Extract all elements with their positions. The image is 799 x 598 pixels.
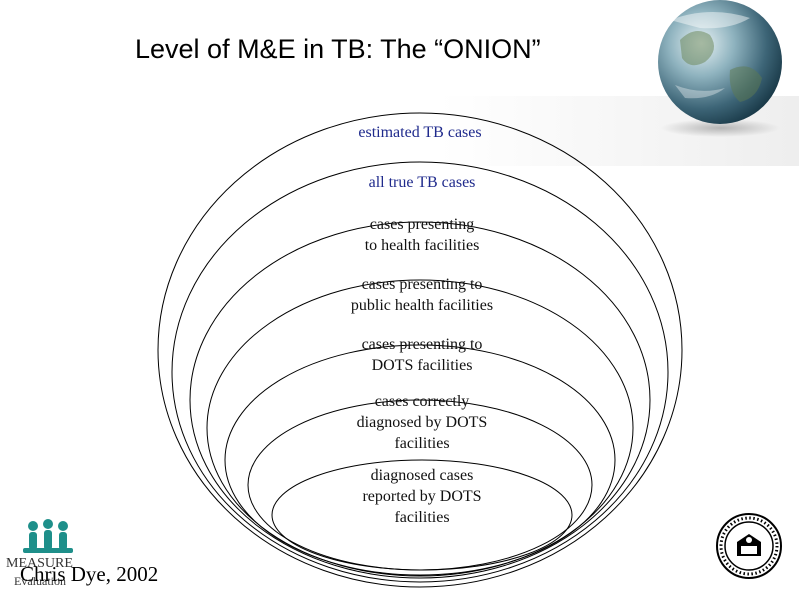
onion-layer-7-label: diagnosed cases reported by DOTS facilitie… bbox=[322, 465, 522, 528]
onion-layer-1-ring bbox=[157, 112, 683, 588]
label-line: DOTS facilities bbox=[371, 357, 473, 374]
measure-logo-text: MEASURE bbox=[6, 556, 73, 571]
label-line: diagnosed cases bbox=[370, 467, 474, 484]
label-line: facilities bbox=[394, 435, 450, 452]
onion-layer-3-label: cases presenting to health facilities bbox=[322, 214, 522, 256]
onion-layer-5-line: cases presenting to DOTS facilities bbox=[322, 334, 522, 376]
onion-layer-3-ring bbox=[189, 221, 651, 579]
onion-layer-1-label: estimated TB cases bbox=[358, 124, 482, 141]
label-line: facilities bbox=[394, 509, 450, 526]
onion-diagram bbox=[157, 112, 683, 588]
label-line: reported by DOTS bbox=[362, 488, 482, 505]
onion-layer-6-line: cases correctly diagnosed by DOTS faciliti… bbox=[322, 391, 522, 454]
label-line: to health facilities bbox=[364, 237, 480, 254]
onion-layer-4-ring bbox=[206, 279, 634, 577]
globe-icon bbox=[658, 0, 782, 137]
label-line: cases presenting to bbox=[361, 276, 483, 293]
label-line: cases presenting bbox=[369, 216, 475, 233]
label-line: diagnosed by DOTS bbox=[356, 414, 488, 431]
label-line: cases presenting to bbox=[361, 336, 483, 353]
onion-layer-2-ring bbox=[171, 161, 669, 583]
onion-layer-2-label: all true TB cases bbox=[368, 174, 476, 191]
onion-layer-4-line: cases presenting to public health facilit… bbox=[312, 274, 532, 316]
label-line: public health facilities bbox=[350, 297, 494, 314]
onion-layer-5-ring bbox=[224, 344, 616, 576]
onion-layer-7-ring bbox=[271, 459, 573, 571]
onion-layer-7-line: diagnosed cases reported by DOTS facilitie… bbox=[322, 465, 522, 528]
onion-layer-6-label: cases correctly diagnosed by DOTS faciliti… bbox=[322, 391, 522, 454]
label-line: cases correctly bbox=[374, 393, 470, 410]
credit-text: Chris Dye, 2002 bbox=[20, 562, 159, 586]
onion-layer-5-label: cases presenting to DOTS facilities bbox=[322, 334, 522, 376]
onion-layer-3-line: cases presenting to health facilities bbox=[322, 214, 522, 256]
measure-people-icon bbox=[23, 519, 73, 553]
slide-title: Level of M&E in TB: The “ONION” bbox=[135, 34, 541, 64]
university-seal-icon bbox=[716, 513, 782, 579]
onion-layer-4-label: cases presenting to public health facilit… bbox=[312, 274, 532, 316]
measure-logo-subtext: Evaluation bbox=[14, 574, 66, 588]
